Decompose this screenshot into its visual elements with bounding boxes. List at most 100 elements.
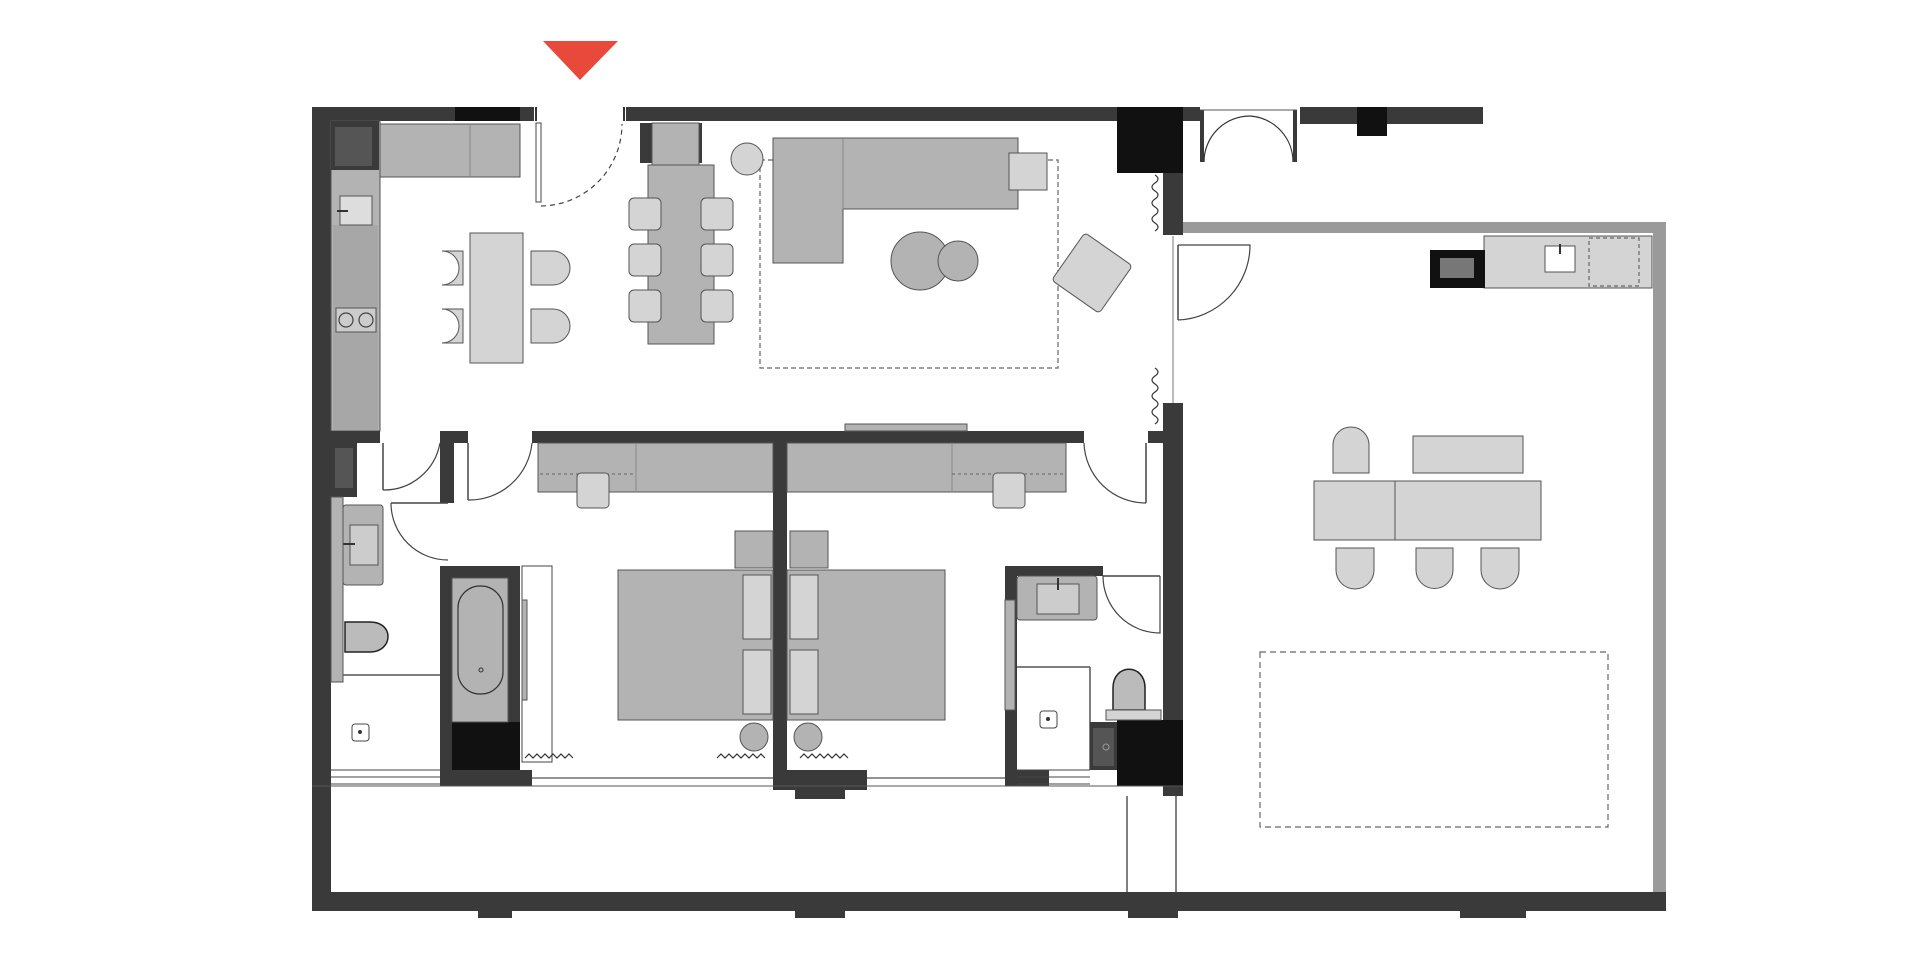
terrace-rug (1259, 651, 1609, 828)
bath-panel (1004, 599, 1016, 711)
terrace-bench (1412, 435, 1524, 474)
bath-wall-lower (440, 770, 532, 786)
left-bathroom (330, 496, 440, 785)
wall-right-lower (1163, 403, 1183, 720)
wall-column (1357, 107, 1387, 136)
drain-hole (358, 730, 362, 734)
bath-wall (440, 566, 520, 578)
terrace (1180, 222, 1666, 894)
bedroom-right (786, 442, 1067, 779)
door-leaf (1200, 110, 1204, 162)
curtain-icon (1151, 174, 1159, 232)
sectional-sofa (772, 137, 1019, 264)
bedroom-divider (773, 443, 787, 790)
bedroom-left (524, 442, 774, 779)
terrace-cooktop (1588, 237, 1640, 287)
bath-wall-inner (335, 448, 353, 488)
pillow (789, 649, 819, 715)
wall-bottom (312, 892, 1666, 911)
wall-right-upper (1163, 173, 1183, 235)
side-table (1008, 152, 1048, 191)
floor-lamp (730, 142, 764, 176)
corridor-doors (382, 442, 1161, 634)
door-swing-icon (1249, 115, 1294, 163)
wall-foot (1460, 907, 1526, 918)
dining-chair (441, 250, 464, 286)
bath-wall (440, 566, 452, 786)
bath-panel (330, 496, 344, 683)
terrace-grill-inner (1440, 258, 1474, 278)
terrace-chair (1335, 547, 1375, 590)
wall-corridor (331, 431, 380, 443)
terrace-table-right (1394, 480, 1542, 541)
pantry-cabinet (651, 122, 700, 166)
exterior-walls (312, 107, 1666, 918)
tub-screen-panel (521, 599, 528, 701)
door-swing-icon (1083, 442, 1147, 504)
curtain-icon (1151, 367, 1159, 425)
kitchen-counter-top (379, 123, 521, 178)
burner (358, 312, 374, 328)
terrace-chair (1415, 547, 1454, 589)
terrace-chair (1480, 547, 1520, 590)
wall-foot (795, 907, 845, 918)
desk-chair (992, 472, 1026, 509)
bathtub-icon (451, 565, 553, 763)
pillow (742, 574, 772, 640)
living-area (730, 137, 1132, 369)
terrace-wall-top (1180, 222, 1666, 233)
fridge-inner (335, 127, 372, 166)
bedroom-wing-walls (331, 423, 1163, 799)
door-swing-icon (382, 442, 441, 491)
nightstand (734, 530, 774, 569)
bedroom-divider-foot (773, 770, 867, 790)
toilet-icon (1112, 668, 1146, 711)
bath-wall (1005, 566, 1103, 576)
door-leaf (1293, 110, 1297, 162)
terrace-chair (1332, 426, 1370, 474)
stove-top (335, 307, 377, 333)
desk-chair (576, 472, 610, 509)
wall-top-right (1300, 107, 1483, 124)
kitchen (330, 120, 702, 432)
wall-corridor-right (1148, 431, 1163, 443)
island-stool (628, 197, 662, 231)
living-terrace-opening (1151, 174, 1251, 425)
right-bathroom (1004, 575, 1162, 785)
door-swing-icon (467, 442, 533, 501)
coffee-table-small (937, 240, 979, 282)
bath-wall (440, 443, 454, 503)
door-swing-icon (390, 502, 449, 561)
dining-area (441, 232, 571, 364)
wall-foot (478, 907, 512, 918)
bedroom-divider-cap (795, 790, 845, 799)
column-bottom-right (1117, 720, 1183, 786)
tub-drain (478, 667, 484, 673)
radiator-icon (716, 753, 766, 759)
kitchen-island (628, 164, 734, 345)
terrace-table-left (1313, 480, 1396, 541)
terrace-french-doors (1200, 109, 1297, 163)
tv-unit (844, 423, 968, 432)
island-stool (700, 289, 734, 323)
nightstand (789, 530, 829, 569)
dining-chair (441, 308, 464, 344)
bath-wall (508, 566, 520, 722)
pouf (793, 722, 823, 752)
toilet-tank (1105, 709, 1162, 721)
toilet-icon (344, 621, 389, 653)
drain-hole (1046, 717, 1050, 721)
wall-left (312, 107, 331, 907)
dining-chair (530, 308, 571, 344)
island-stool (628, 243, 662, 277)
island-stool (700, 197, 734, 231)
wall-right-post (1163, 786, 1183, 796)
wall-foot (1128, 907, 1178, 918)
radiator-icon (799, 753, 849, 759)
armchair (1052, 233, 1132, 313)
island-stool (628, 289, 662, 323)
pillow (742, 649, 772, 715)
door-swing-icon (1177, 244, 1251, 321)
